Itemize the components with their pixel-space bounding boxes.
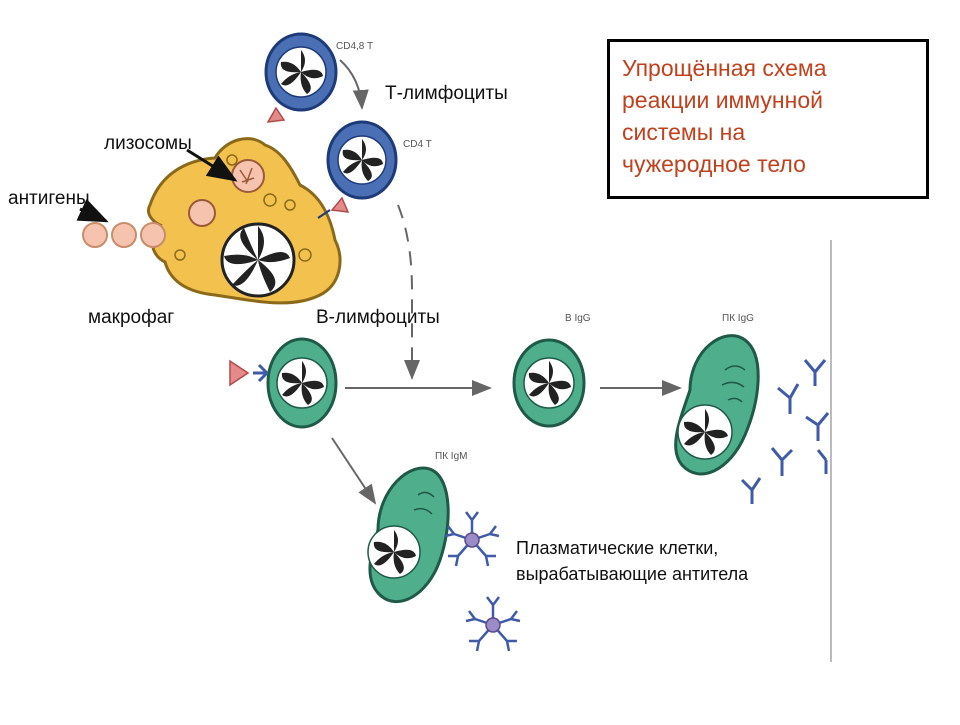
antibody-y (777, 383, 800, 414)
tag-bigg: B IgG (565, 313, 591, 324)
igg-antibodies (740, 359, 830, 504)
plasma-cell-igg (674, 334, 760, 476)
igm-antibody (465, 596, 521, 652)
antibody-y (816, 449, 828, 474)
tag-pkigm: ПК IgM (435, 451, 468, 462)
label-b-lymphocytes: В-лимфоциты (316, 307, 440, 328)
title-text: Упрощённая схема реакции иммунной систем… (622, 55, 827, 177)
label-plasma-cells-line1: Плазматические клетки, (516, 538, 719, 558)
arrow-lysosome-pointer (186, 148, 238, 182)
label-plasma-cells: Плазматические клетки, вырабатывающие ан… (516, 535, 748, 587)
antigens-group (82, 222, 166, 248)
tag-cd4t: CD4 T (403, 139, 432, 150)
antigen-circle (111, 222, 137, 248)
title-box: Упрощённая схема реакции иммунной систем… (607, 39, 929, 199)
b-igg-cell (512, 338, 586, 428)
arrow-b-to-pkigm (331, 437, 377, 505)
label-t-lymphocytes: Т-лимфоциты (385, 83, 508, 104)
arrow-t-activation (339, 59, 369, 110)
tag-pkigg: ПК IgG (722, 313, 754, 324)
tag-cd48t: CD4,8 T (336, 41, 374, 52)
arrow-antigen-pointer (76, 198, 109, 223)
antigen-circle (140, 222, 166, 248)
lysosome-vesicle (188, 199, 216, 227)
antibody-y (740, 477, 762, 504)
antibody-y (770, 447, 794, 476)
label-plasma-cells-line2: вырабатывающие антитела (516, 564, 749, 584)
igm-antibody (444, 511, 500, 567)
arrow-t-help-dashed (397, 204, 420, 380)
label-lysosomes: лизосомы (104, 133, 192, 154)
macrophage-cell (146, 137, 342, 305)
label-antigens: антигены (8, 188, 90, 209)
lysosome-vesicle (231, 159, 265, 193)
antibody-y (803, 359, 827, 386)
t-cell-cd4 (317, 120, 398, 219)
antibody-y (805, 412, 830, 441)
t-cell-cd48 (264, 32, 338, 123)
b-cell-initial (229, 337, 338, 429)
antigen-circle (82, 222, 108, 248)
plasma-cell-igm (367, 466, 450, 604)
label-macrophage: макрофаг (88, 307, 175, 328)
